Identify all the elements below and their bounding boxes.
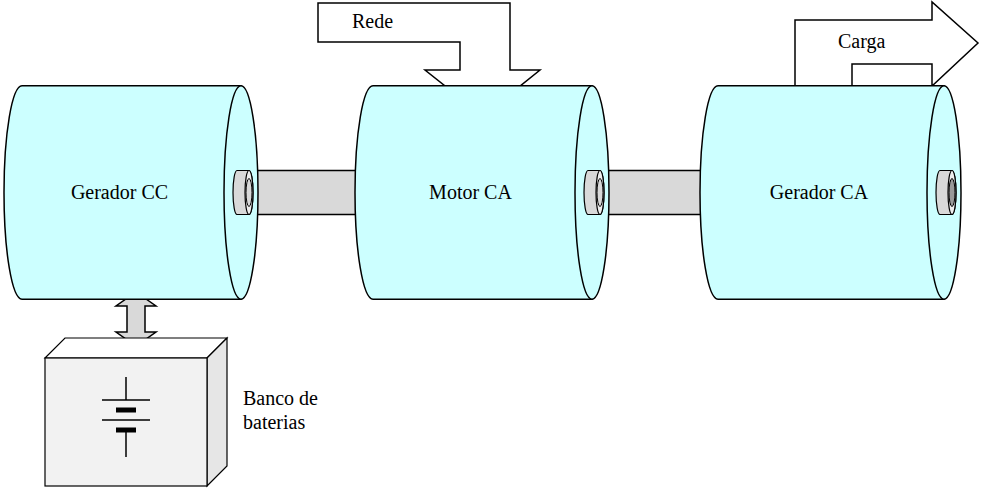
load-output-arrow: [795, 2, 978, 95]
shaft-hub: [584, 171, 604, 215]
flow-label: Rede: [352, 10, 393, 33]
shaft-hub: [936, 171, 956, 215]
shaft-hub: [233, 171, 253, 215]
battery-box: [45, 338, 227, 486]
drive-shaft: [592, 171, 718, 215]
cylinder-body: [4, 86, 241, 300]
box-front: [45, 358, 207, 486]
cylinder-face: [575, 86, 609, 300]
battery-bank: Banco de baterias: [45, 338, 227, 486]
battery-symbol: [102, 377, 150, 457]
box-side: [207, 338, 227, 486]
box-top: [45, 338, 227, 358]
cylinder-face: [224, 86, 258, 300]
cylinder-body: [700, 86, 944, 300]
component-label: Banco de baterias: [243, 386, 338, 434]
machine-name: Gerador CC: [71, 181, 168, 204]
machine-name: Motor CA: [429, 181, 512, 204]
cylinder-body: [355, 86, 592, 300]
flow-label: Carga: [838, 30, 885, 53]
cylinder-face: [927, 86, 961, 300]
dc-generator: Gerador CC: [4, 85, 259, 300]
drive-shaft: [241, 171, 373, 215]
machine-name: Gerador CA: [770, 181, 868, 204]
ac-motor: Motor CA: [355, 85, 610, 300]
ac-generator: Gerador CA: [700, 85, 962, 300]
